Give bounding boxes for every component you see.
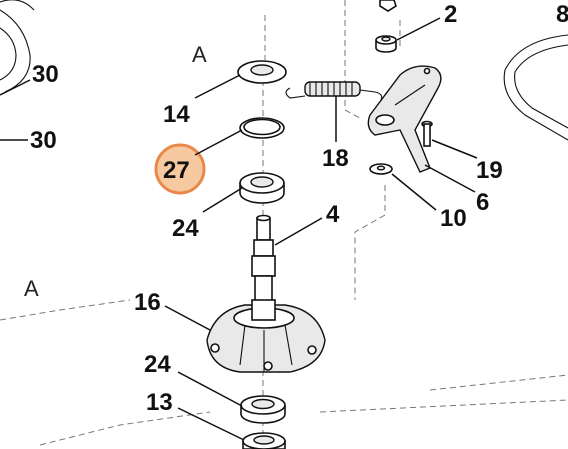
label-14: 14 <box>163 101 190 128</box>
tension-arm-6 <box>367 65 442 173</box>
pulley-partial <box>0 0 35 93</box>
label-30-upper: 30 <box>32 61 59 88</box>
label-4: 4 <box>326 201 340 228</box>
label-18: 18 <box>322 145 349 172</box>
highlight-circle-27[interactable] <box>154 143 206 195</box>
section-marker-a-lower: A <box>24 276 39 301</box>
label-19: 19 <box>476 157 503 184</box>
bearing-24-upper <box>239 172 285 204</box>
bearing-13 <box>242 432 286 449</box>
label-24-upper: 24 <box>172 215 199 242</box>
section-marker-a-upper: A <box>192 42 207 67</box>
label-27[interactable]: 27 <box>163 157 190 184</box>
leader-lines <box>0 17 478 441</box>
label-30-lower: 30 <box>30 127 57 154</box>
label-6: 6 <box>476 189 489 216</box>
bolt-19 <box>421 120 433 147</box>
label-13: 13 <box>146 389 173 416</box>
housing-16 <box>206 299 326 373</box>
shaft-4 <box>251 214 276 309</box>
label-10: 10 <box>440 205 467 232</box>
bushing-2 <box>375 35 397 53</box>
washer-10 <box>369 163 393 175</box>
bearing-24-lower <box>240 395 286 424</box>
nut-top <box>379 0 397 12</box>
washer-14 <box>237 60 287 84</box>
label-24-lower: 24 <box>144 351 171 378</box>
o-ring-27 <box>239 117 285 139</box>
spring-18 <box>285 81 383 103</box>
label-16: 16 <box>134 289 161 316</box>
v-belt-partial <box>503 34 568 141</box>
label-8: 8 <box>556 1 568 28</box>
label-2: 2 <box>444 1 457 28</box>
